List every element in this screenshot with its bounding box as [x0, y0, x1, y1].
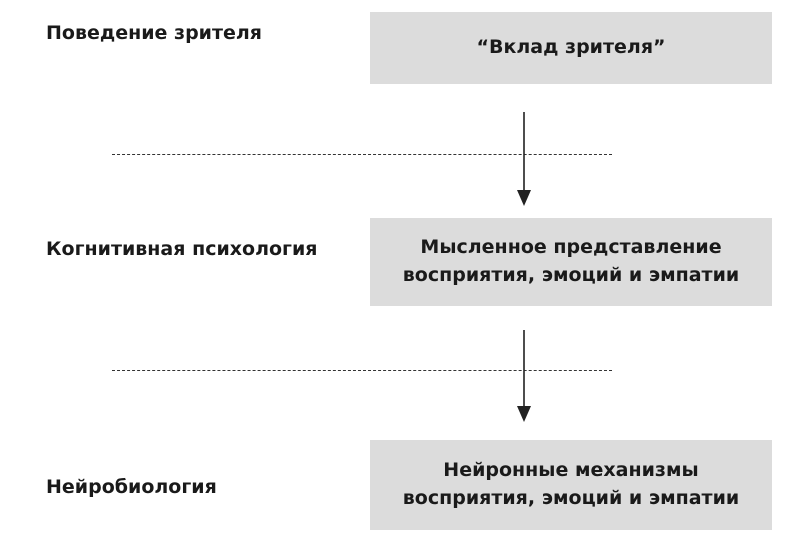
box-text-line: “Вклад зрителя”	[476, 36, 666, 59]
level-label-neurobiology: Нейробиология	[46, 476, 217, 498]
box-text-line: восприятия, эмоций и эмпатии	[402, 264, 740, 286]
box-beholders-share: “Вклад зрителя”	[370, 12, 772, 84]
box-mental-representation: Мысленное представление восприятия, эмоц…	[370, 218, 772, 306]
box-text-line: Мысленное представление	[420, 236, 722, 259]
level-label-cognitive-psychology: Когнитивная психология	[46, 238, 318, 260]
arrow-down-1	[517, 112, 531, 206]
level-label-behavior: Поведение зрителя	[46, 22, 263, 44]
arrow-down-2	[517, 330, 531, 422]
level-divider	[112, 154, 612, 155]
box-text-line: восприятия, эмоций и эмпатии	[402, 487, 740, 509]
level-divider	[112, 370, 612, 371]
box-text-line: Нейронные механизмы	[443, 459, 699, 482]
box-neural-mechanisms: Нейронные механизмы восприятия, эмоций и…	[370, 440, 772, 530]
